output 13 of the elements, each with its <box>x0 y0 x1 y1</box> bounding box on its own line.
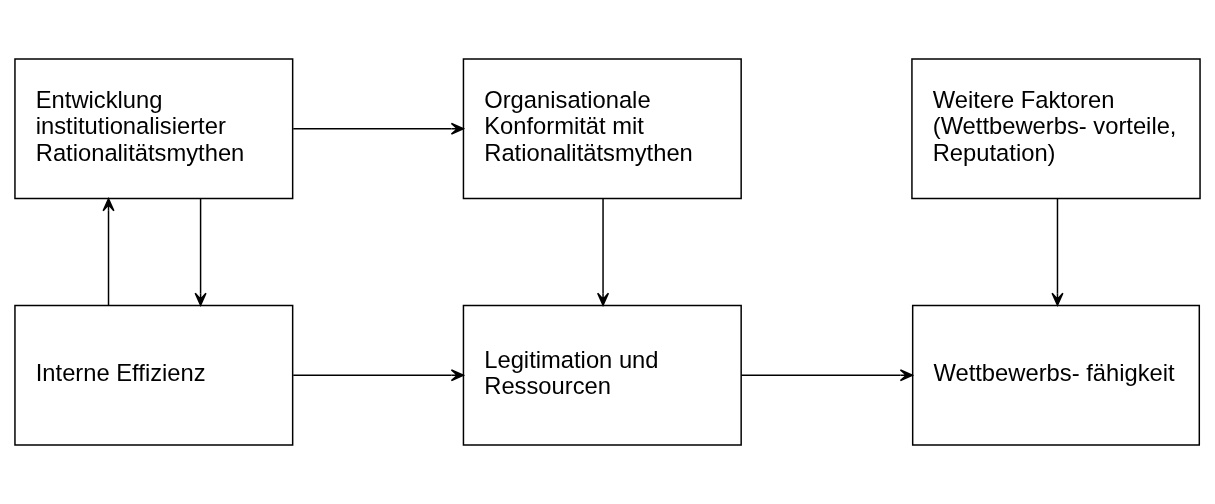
arrow <box>292 369 465 382</box>
node-box: Organisationale Konformität mit Rationalitätsmythen <box>462 58 742 200</box>
arrow <box>740 369 914 382</box>
arrow <box>596 197 610 306</box>
arrow <box>1051 197 1064 306</box>
node-box: Legitimation und Ressourcen <box>462 304 742 446</box>
node-box: Entwicklung institutionalisierter Rationalitätsmythen <box>14 58 294 200</box>
node-box: Wettbewerbs- fähigkeit <box>911 304 1201 446</box>
arrow <box>102 198 115 307</box>
node-box: Interne Effizienz <box>14 304 294 446</box>
node-box: Weitere Faktoren (Wettbewerbs- vorteile, Reputation) <box>911 58 1201 200</box>
arrow <box>194 197 207 306</box>
arrow <box>292 122 465 135</box>
